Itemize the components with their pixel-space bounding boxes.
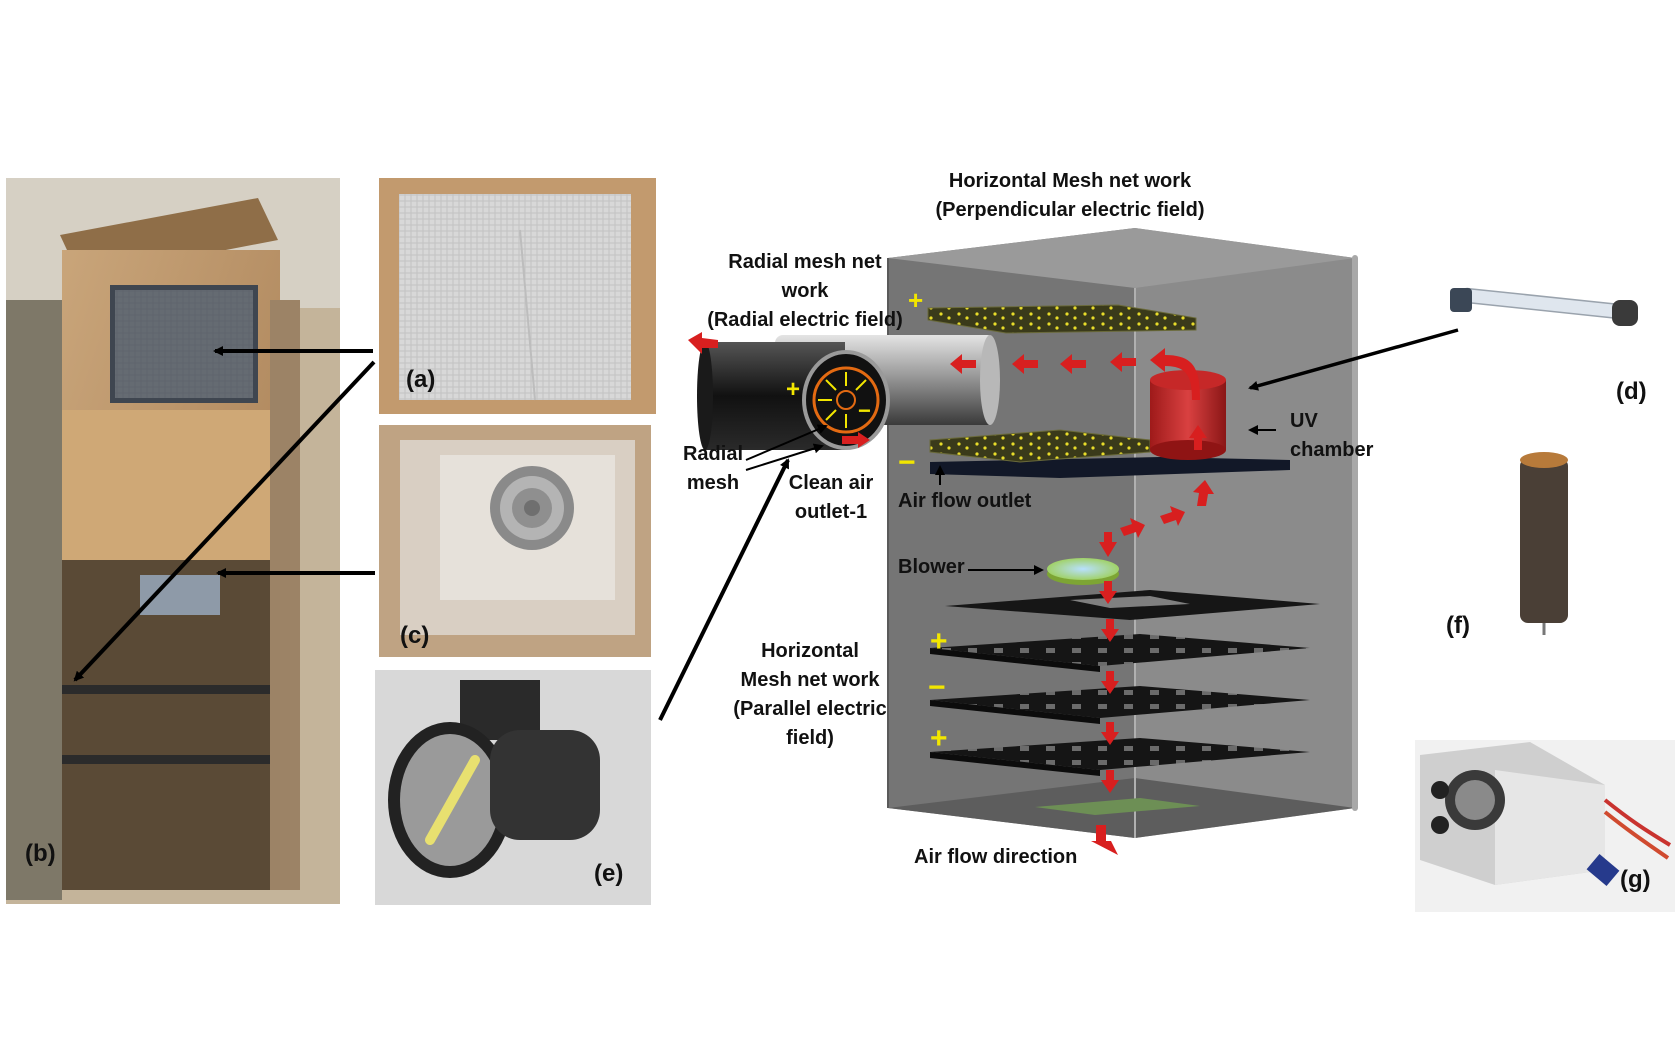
arrow-e-to-pipe (658, 458, 790, 721)
photo-label-a: (a) (406, 366, 436, 393)
photo-label-c: (c) (400, 622, 430, 649)
photo-label-b: (b) (25, 840, 56, 867)
label-line: UV (1290, 410, 1318, 432)
arrow-d-to-uv (1248, 328, 1459, 391)
uv-chamber-label: UV chamber (1290, 407, 1400, 465)
photo-label-e: (e) (594, 860, 624, 887)
flow-arrow (1101, 619, 1119, 642)
flow-arrow (842, 432, 870, 448)
photo-a-filter (379, 178, 656, 414)
flow-arrow (1150, 348, 1200, 400)
photo-d-uv-lamp (1450, 287, 1638, 326)
flow-arrow (1110, 352, 1136, 372)
air-inlet-grid (1035, 798, 1200, 815)
top-perpendicular-mesh (927, 304, 1197, 334)
radial-mesh-network-label: Radial mesh net work (Radial electric fi… (690, 248, 920, 335)
plus-sign-top-mesh: + (908, 285, 924, 315)
photo-b-cabinet (6, 178, 340, 904)
radial-mesh-pipe (697, 335, 1000, 450)
arrow-a-to-plates (73, 360, 376, 682)
label-line: work (781, 280, 829, 302)
horizontal-mesh-top-label: Horizontal Mesh net work (Perpendicular … (910, 167, 1230, 225)
label-line: Clean air (788, 472, 874, 494)
uv-chamber-cylinder (1150, 370, 1226, 460)
label-line: mesh (686, 472, 740, 494)
flow-arrow (1101, 722, 1119, 745)
flow-arrow (1091, 825, 1118, 855)
flow-arrow (1193, 480, 1214, 506)
blower-label: Blower (898, 556, 965, 578)
photo-label-g: (g) (1620, 866, 1651, 893)
label-line: Radial (682, 443, 744, 465)
label-line: outlet-1 (794, 501, 868, 523)
photo-label-d: (d) (1616, 378, 1647, 405)
plus-sign-plate-1: + (930, 625, 948, 658)
parallel-mesh-plate-2 (930, 686, 1310, 724)
minus-sign-plate-2: − (928, 671, 946, 704)
minus-sign-radial: − (858, 398, 871, 423)
flow-arrow (1060, 354, 1086, 374)
flow-arrow (1012, 354, 1038, 374)
flow-arrow (1160, 506, 1185, 526)
blower-disk (1047, 558, 1119, 585)
label-line: field) (786, 727, 834, 749)
flow-arrow (1101, 671, 1119, 694)
flow-arrow (950, 354, 976, 374)
label-line: (Parallel electric (733, 698, 887, 720)
blower-support-plate (945, 590, 1320, 620)
connector-arrows (73, 328, 1459, 721)
air-flow-direction-label: Air flow direction (914, 846, 1078, 868)
label-line: Radial mesh net (728, 251, 882, 273)
photo-f-generator (1520, 452, 1568, 635)
label-line: Mesh net work (740, 669, 880, 691)
label-line: Horizontal (761, 640, 859, 662)
parallel-mesh-plate-1 (930, 634, 1310, 672)
label-line: (Radial electric field) (707, 309, 903, 331)
label-line: Horizontal Mesh net work (948, 170, 1192, 192)
label-line: chamber (1290, 439, 1374, 461)
flow-arrow (688, 332, 718, 354)
plus-sign-plate-3: + (930, 722, 948, 755)
airflow-arrows (688, 332, 1214, 855)
flow-arrow (1101, 770, 1119, 793)
horizontal-mesh-bottom-label: Horizontal Mesh net work (Parallel elect… (720, 637, 900, 753)
photo-g-power-supply (1415, 740, 1675, 912)
parallel-mesh-plate-3 (930, 738, 1310, 776)
photo-label-f: (f) (1446, 612, 1470, 639)
radial-mesh-label: Radial mesh (668, 440, 758, 498)
minus-sign-middle-mesh: − (898, 446, 916, 479)
plus-sign-radial: + (786, 376, 801, 403)
flow-arrow (1099, 581, 1117, 604)
middle-perpendicular-mesh (929, 429, 1151, 463)
label-leader-lines (745, 424, 1276, 575)
air-flow-outlet-label: Air flow outlet (898, 490, 1032, 512)
flow-arrow (1120, 518, 1145, 538)
flow-arrow (1099, 532, 1117, 557)
photo-e-pipe (375, 670, 651, 905)
clean-air-outlet-label: Clean air outlet-1 (776, 469, 886, 527)
label-line: (Perpendicular electric field) (935, 199, 1205, 221)
photo-c-blower (379, 425, 651, 657)
flow-arrow (1189, 425, 1207, 450)
